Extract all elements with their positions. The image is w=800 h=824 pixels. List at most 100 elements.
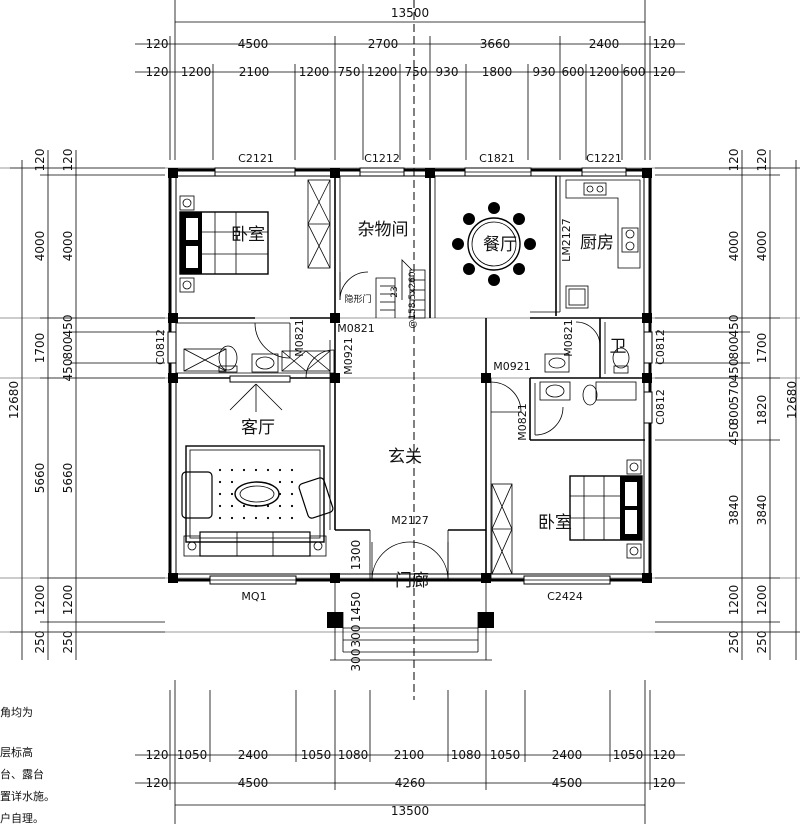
door-tag-m0821-c: M0821 [562, 319, 575, 357]
window-tag-c0812-left: C0812 [154, 329, 167, 365]
top-dim: 2100 [239, 65, 270, 79]
bed-right [569, 459, 643, 559]
bottom-dim: 4260 [395, 776, 426, 790]
bottom-dim: 1050 [301, 748, 332, 762]
room-label-porch: 门廊 [395, 571, 429, 591]
porch-dim: 1300 [349, 540, 363, 571]
porch-dim: 1450 [349, 592, 363, 623]
left-dimensions: 12680 120 4000 1700 5660 1200 250 120 40… [7, 149, 165, 660]
right-dim: 3840 [727, 495, 741, 526]
top-dim: 2700 [368, 37, 399, 51]
top-dim: 120 [146, 37, 169, 51]
top-dim: 4500 [238, 37, 269, 51]
left-dim: 250 [33, 631, 47, 654]
bed-left [179, 195, 269, 293]
top-dim: 1200 [299, 65, 330, 79]
left-dim: 800 [61, 337, 75, 360]
left-dim: 1200 [61, 585, 75, 616]
door-tag-m0821-a: M0821 [293, 319, 306, 357]
window-tag-c0812-right: C0812 [654, 329, 667, 365]
bottom-dim: 4500 [238, 776, 269, 790]
design-notes: 角均为 层标高 台、露台 置详水施。 户自理。 [0, 706, 55, 824]
left-dim: 1200 [33, 585, 47, 616]
door-tag-m2127: M2127 [391, 514, 429, 527]
right-dim: 1700 [755, 333, 769, 364]
porch-dim: 300 [349, 649, 363, 672]
left-dim: 5660 [61, 463, 75, 494]
room-label-living: 客厅 [241, 418, 275, 438]
left-dim: 5660 [33, 463, 47, 494]
door-tag-m0921-b: M0921 [493, 360, 531, 373]
kitchen-counter [565, 179, 641, 309]
right-total-dim: 12680 [785, 381, 799, 419]
bottom-dim: 2100 [394, 748, 425, 762]
wardrobes [183, 179, 637, 575]
top-dimensions: 13500 120 4500 2700 3660 2400 120 120 12… [135, 0, 685, 160]
bottom-dimensions: 120 1050 2400 1050 1080 2100 1080 1050 2… [135, 680, 685, 824]
top-dim: 120 [146, 65, 169, 79]
bottom-dim: 120 [653, 776, 676, 790]
right-dim: 120 [727, 149, 741, 172]
bottom-dim: 1080 [451, 748, 482, 762]
bottom-dim: 1050 [177, 748, 208, 762]
top-windows [214, 167, 627, 177]
bottom-windows [209, 575, 611, 585]
door-tag-m0921-a: M0921 [342, 337, 355, 375]
top-dim: 600 [623, 65, 646, 79]
porch-dim: 300 [349, 625, 363, 648]
right-dim: 4000 [755, 231, 769, 262]
right-dim: 1820 [755, 395, 769, 426]
bathroom-fixtures [218, 345, 630, 406]
right-dimensions: 120 4000 450 800 450 570 800 450 3840 12… [655, 149, 800, 660]
left-dim: 4000 [61, 231, 75, 262]
top-dim: 750 [405, 65, 428, 79]
top-dim: 1200 [181, 65, 212, 79]
door-swings [254, 271, 601, 581]
window-tag-c1212: C1212 [364, 152, 400, 165]
top-dim: 930 [436, 65, 459, 79]
left-dim: 4000 [33, 231, 47, 262]
porch-steps [330, 580, 492, 661]
bottom-total-dim: 13500 [391, 804, 429, 818]
right-dim: 250 [727, 631, 741, 654]
right-dim: 570 [727, 381, 741, 404]
bottom-dim: 2400 [238, 748, 269, 762]
left-total-dim: 12680 [7, 381, 21, 419]
left-dim: 450 [61, 315, 75, 338]
left-dim: 1700 [33, 333, 47, 364]
top-dim: 600 [562, 65, 585, 79]
staircase [375, 259, 426, 319]
right-dim: 3840 [755, 495, 769, 526]
note-line: 角均为 [0, 706, 33, 719]
room-label-foyer: 玄关 [388, 447, 422, 467]
bottom-dim: 1050 [613, 748, 644, 762]
dining-table [452, 202, 536, 286]
door-tag-lm2127: LM2127 [560, 218, 573, 262]
structural-columns [168, 168, 652, 628]
top-dim: 120 [653, 65, 676, 79]
left-dim: 120 [61, 149, 75, 172]
top-dim: 120 [653, 37, 676, 51]
room-label-storage: 杂物间 [358, 220, 409, 240]
room-label-kitchen: 厨房 [580, 233, 614, 253]
right-dim: 450 [727, 423, 741, 446]
right-dim: 450 [727, 359, 741, 382]
room-label-toilet: 卫 [610, 337, 627, 357]
right-dim: 120 [755, 149, 769, 172]
top-dim: 1800 [482, 65, 513, 79]
window-tag-c0812-right2: C0812 [654, 389, 667, 425]
bottom-dim: 120 [653, 748, 676, 762]
bottom-dim: 120 [146, 748, 169, 762]
bottom-dim: 1080 [338, 748, 369, 762]
window-tag-c2424: C2424 [547, 590, 583, 603]
hidden-door-label: 隐形门 [344, 293, 371, 305]
right-dim: 450 [727, 315, 741, 338]
top-dim: 750 [338, 65, 361, 79]
top-dim: 2400 [589, 37, 620, 51]
right-dim: 1200 [755, 585, 769, 616]
window-tag-mq1: MQ1 [241, 590, 266, 603]
note-line: 层标高 [0, 745, 33, 759]
door-tag-m0821-d: M0821 [516, 403, 529, 441]
